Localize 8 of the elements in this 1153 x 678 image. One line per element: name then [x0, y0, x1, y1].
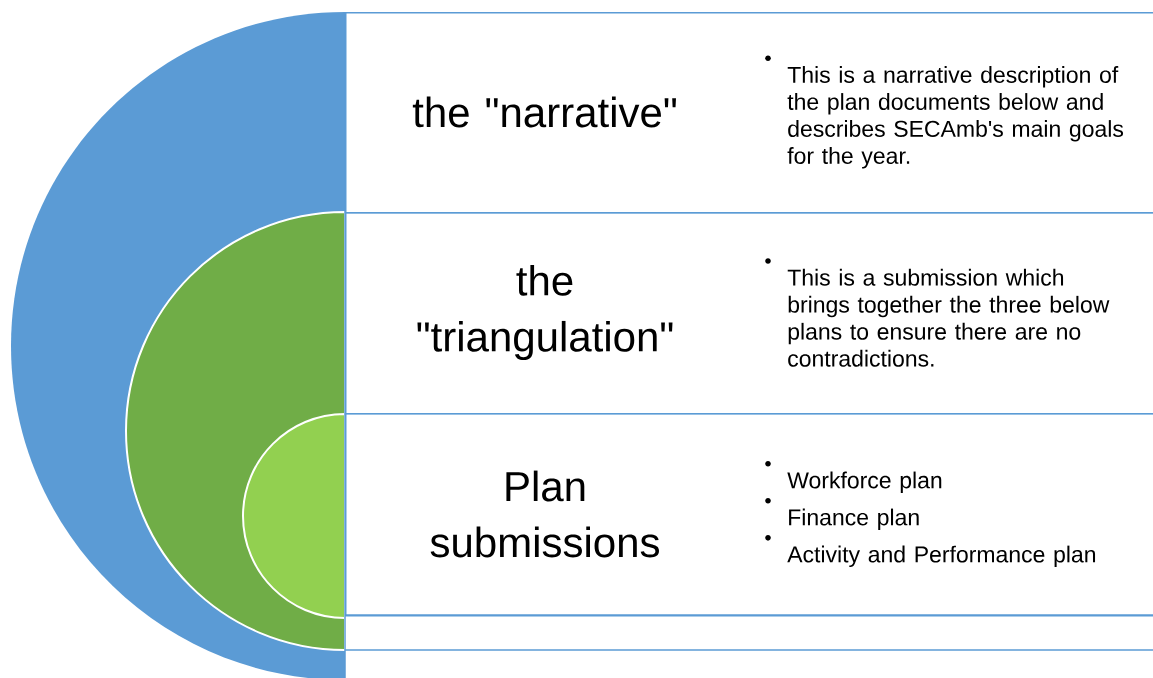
bullet-item: This is a narrative description of the plan documents below and describes SECAmb's main goals for the year. — [765, 55, 1124, 169]
bullet-item: Activity and Performance plan — [765, 535, 1096, 568]
row-title: the "triangulation" — [417, 264, 673, 361]
bullet-item: Workforce plan — [765, 460, 942, 493]
bullet-item: This is a submission which brings together the three below plans to ensure there are no contradictions. — [765, 258, 1110, 367]
bullet-item: Finance plan — [765, 498, 919, 530]
row-title: the "narrative" — [412, 96, 676, 128]
row-title: Plan submissions — [430, 470, 659, 558]
